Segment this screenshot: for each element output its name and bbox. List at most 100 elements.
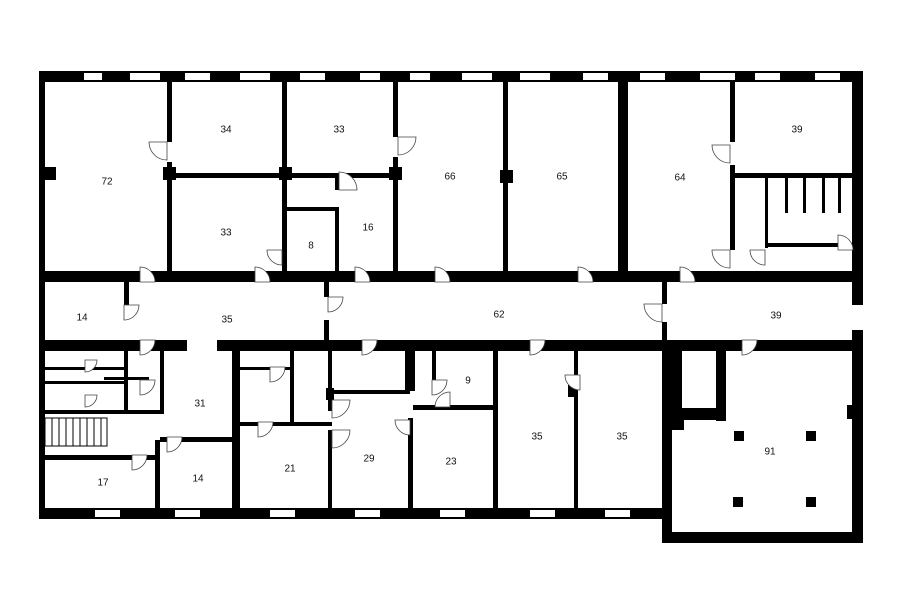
wall — [44, 410, 164, 414]
wall — [785, 178, 788, 213]
wall — [413, 405, 495, 410]
wall — [160, 351, 164, 414]
door-swing — [431, 379, 448, 396]
door-swing — [577, 266, 594, 283]
door-swing — [711, 144, 731, 164]
door-swing — [139, 339, 156, 356]
wall — [765, 178, 768, 248]
window — [410, 73, 430, 80]
wall — [730, 82, 735, 142]
window — [355, 510, 380, 517]
window — [605, 510, 630, 517]
room-area-label: 23 — [445, 457, 457, 468]
door-swing — [331, 399, 351, 419]
door-swing — [529, 339, 546, 356]
door-swing — [643, 303, 663, 323]
window — [360, 73, 380, 80]
wall — [733, 497, 743, 507]
wall — [393, 82, 398, 137]
door-swing — [148, 141, 168, 161]
wall — [662, 532, 863, 543]
wall — [104, 377, 149, 380]
room-area-label: 33 — [220, 228, 232, 239]
room-area-label: 34 — [220, 125, 232, 136]
window — [84, 73, 102, 80]
wall — [240, 422, 332, 426]
door-swing — [397, 136, 417, 156]
wall — [574, 351, 578, 508]
stair-outline — [44, 417, 108, 447]
door-swing — [741, 339, 758, 356]
wall — [847, 405, 855, 419]
wall — [672, 351, 682, 421]
wall — [124, 351, 128, 414]
wall — [324, 282, 329, 297]
wall — [44, 367, 124, 370]
window — [755, 73, 780, 80]
room-area-label: 9 — [465, 376, 471, 387]
wall — [672, 418, 684, 430]
wall — [335, 208, 339, 271]
wall — [838, 178, 841, 213]
wall — [279, 167, 292, 180]
wall — [332, 390, 410, 394]
door-swing — [84, 394, 98, 408]
wall — [672, 408, 726, 420]
window — [175, 510, 200, 517]
wall — [735, 173, 852, 178]
wall — [389, 167, 402, 180]
room-area-label: 29 — [363, 454, 375, 465]
wall — [232, 351, 240, 508]
wall — [44, 455, 155, 460]
door-swing — [434, 266, 451, 283]
wall — [335, 178, 339, 190]
wall — [432, 351, 436, 391]
wall — [328, 430, 332, 508]
door-swing — [331, 429, 351, 449]
wall — [500, 170, 513, 183]
room-area-label: 31 — [194, 399, 206, 410]
room-area-label: 65 — [556, 172, 568, 183]
wall — [408, 418, 413, 508]
wall — [160, 437, 232, 442]
wall — [44, 381, 124, 384]
door-swing — [711, 249, 731, 269]
wall — [44, 167, 56, 180]
window — [583, 73, 608, 80]
wall — [662, 340, 672, 543]
window — [130, 73, 160, 80]
window — [440, 510, 465, 517]
room-area-label: 35 — [531, 432, 543, 443]
wall — [285, 207, 339, 211]
door-swing — [434, 391, 451, 408]
door-swing — [394, 419, 411, 436]
wall — [124, 282, 129, 317]
room-area-label: 17 — [97, 478, 109, 489]
wall — [662, 282, 667, 304]
room-area-label: 91 — [764, 447, 776, 458]
windows — [84, 73, 863, 517]
door-swing — [269, 366, 286, 383]
window — [300, 73, 325, 80]
wall — [730, 165, 735, 250]
door-swing — [564, 374, 581, 391]
window — [240, 73, 270, 80]
window — [530, 510, 555, 517]
door-swing — [361, 339, 378, 356]
door-swing — [266, 249, 283, 266]
door-swing — [338, 171, 358, 191]
wall — [39, 71, 45, 519]
door-swing — [327, 296, 344, 313]
wall — [806, 497, 816, 507]
window — [700, 73, 735, 80]
wall — [240, 367, 290, 370]
wall — [768, 243, 852, 247]
staircase — [44, 417, 108, 447]
wall-opening — [852, 305, 863, 330]
door-swing — [354, 266, 371, 283]
window — [270, 510, 295, 517]
doors — [84, 136, 854, 471]
door-swing — [679, 266, 696, 283]
door-swing — [257, 421, 274, 438]
door-swing — [749, 249, 766, 266]
